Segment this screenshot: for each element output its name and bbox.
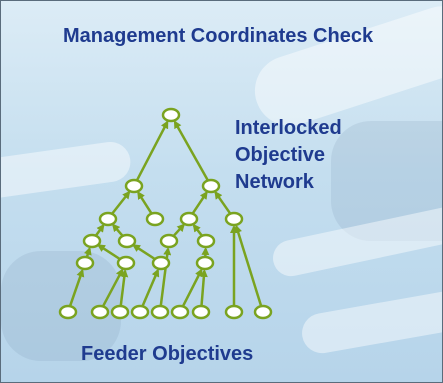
objective-node bbox=[191, 304, 211, 320]
arrow-group bbox=[68, 120, 263, 308]
objective-node bbox=[90, 304, 110, 320]
arrow-n1-to-n0 bbox=[135, 120, 169, 182]
objective-node bbox=[82, 233, 102, 249]
arrow-n12-to-n7 bbox=[97, 244, 122, 261]
objective-node bbox=[159, 233, 179, 249]
objective-node bbox=[117, 233, 137, 249]
objective-node bbox=[130, 304, 150, 320]
arrow-n6-to-n2 bbox=[214, 190, 232, 215]
objective-node bbox=[110, 304, 130, 320]
arrow-n3-to-n1 bbox=[110, 190, 131, 216]
objective-node bbox=[179, 211, 199, 227]
arrow-n21-to-n15 bbox=[199, 268, 208, 307]
node-group bbox=[58, 107, 273, 320]
objective-node bbox=[161, 107, 181, 123]
objective-node bbox=[150, 304, 170, 320]
arrow-n17-to-n12 bbox=[101, 268, 124, 308]
objective-node bbox=[145, 211, 165, 227]
objective-node bbox=[195, 255, 215, 271]
arrow-n9-to-n5 bbox=[172, 223, 185, 238]
network-label: Interlocked Objective Network bbox=[235, 117, 342, 193]
objective-node bbox=[201, 178, 221, 194]
arrow-n16-to-n11 bbox=[68, 268, 85, 307]
arrow-n8-to-n3 bbox=[111, 223, 125, 238]
background-pipe bbox=[331, 121, 442, 241]
objective-node bbox=[124, 178, 144, 194]
objective-node bbox=[75, 255, 95, 271]
objective-node bbox=[253, 304, 273, 320]
objective-node bbox=[116, 255, 136, 271]
arrow-n13-to-n8 bbox=[132, 244, 157, 261]
objective-node bbox=[151, 255, 171, 271]
feeder-objectives-label: Feeder Objectives bbox=[81, 343, 254, 365]
arrow-n10-to-n5 bbox=[192, 223, 204, 238]
arrow-n18-to-n12 bbox=[119, 268, 129, 307]
objective-node bbox=[58, 304, 78, 320]
arrow-n4-to-n1 bbox=[137, 191, 153, 215]
diagram-title: Management Coordinates Check bbox=[63, 25, 374, 47]
objective-node bbox=[224, 211, 244, 227]
objective-node bbox=[98, 211, 118, 227]
objective-node bbox=[224, 304, 244, 320]
arrow-n2-to-n0 bbox=[173, 120, 210, 182]
arrow-n5-to-n2 bbox=[191, 190, 208, 215]
objective-node bbox=[196, 233, 216, 249]
arrow-n20-to-n15 bbox=[181, 268, 203, 308]
arrow-n23-to-n6 bbox=[234, 224, 263, 307]
arrow-n7-to-n3 bbox=[94, 223, 105, 237]
arrow-n11-to-n7 bbox=[83, 246, 92, 258]
objective-node bbox=[170, 304, 190, 320]
arrow-n19-to-n13 bbox=[141, 268, 160, 307]
